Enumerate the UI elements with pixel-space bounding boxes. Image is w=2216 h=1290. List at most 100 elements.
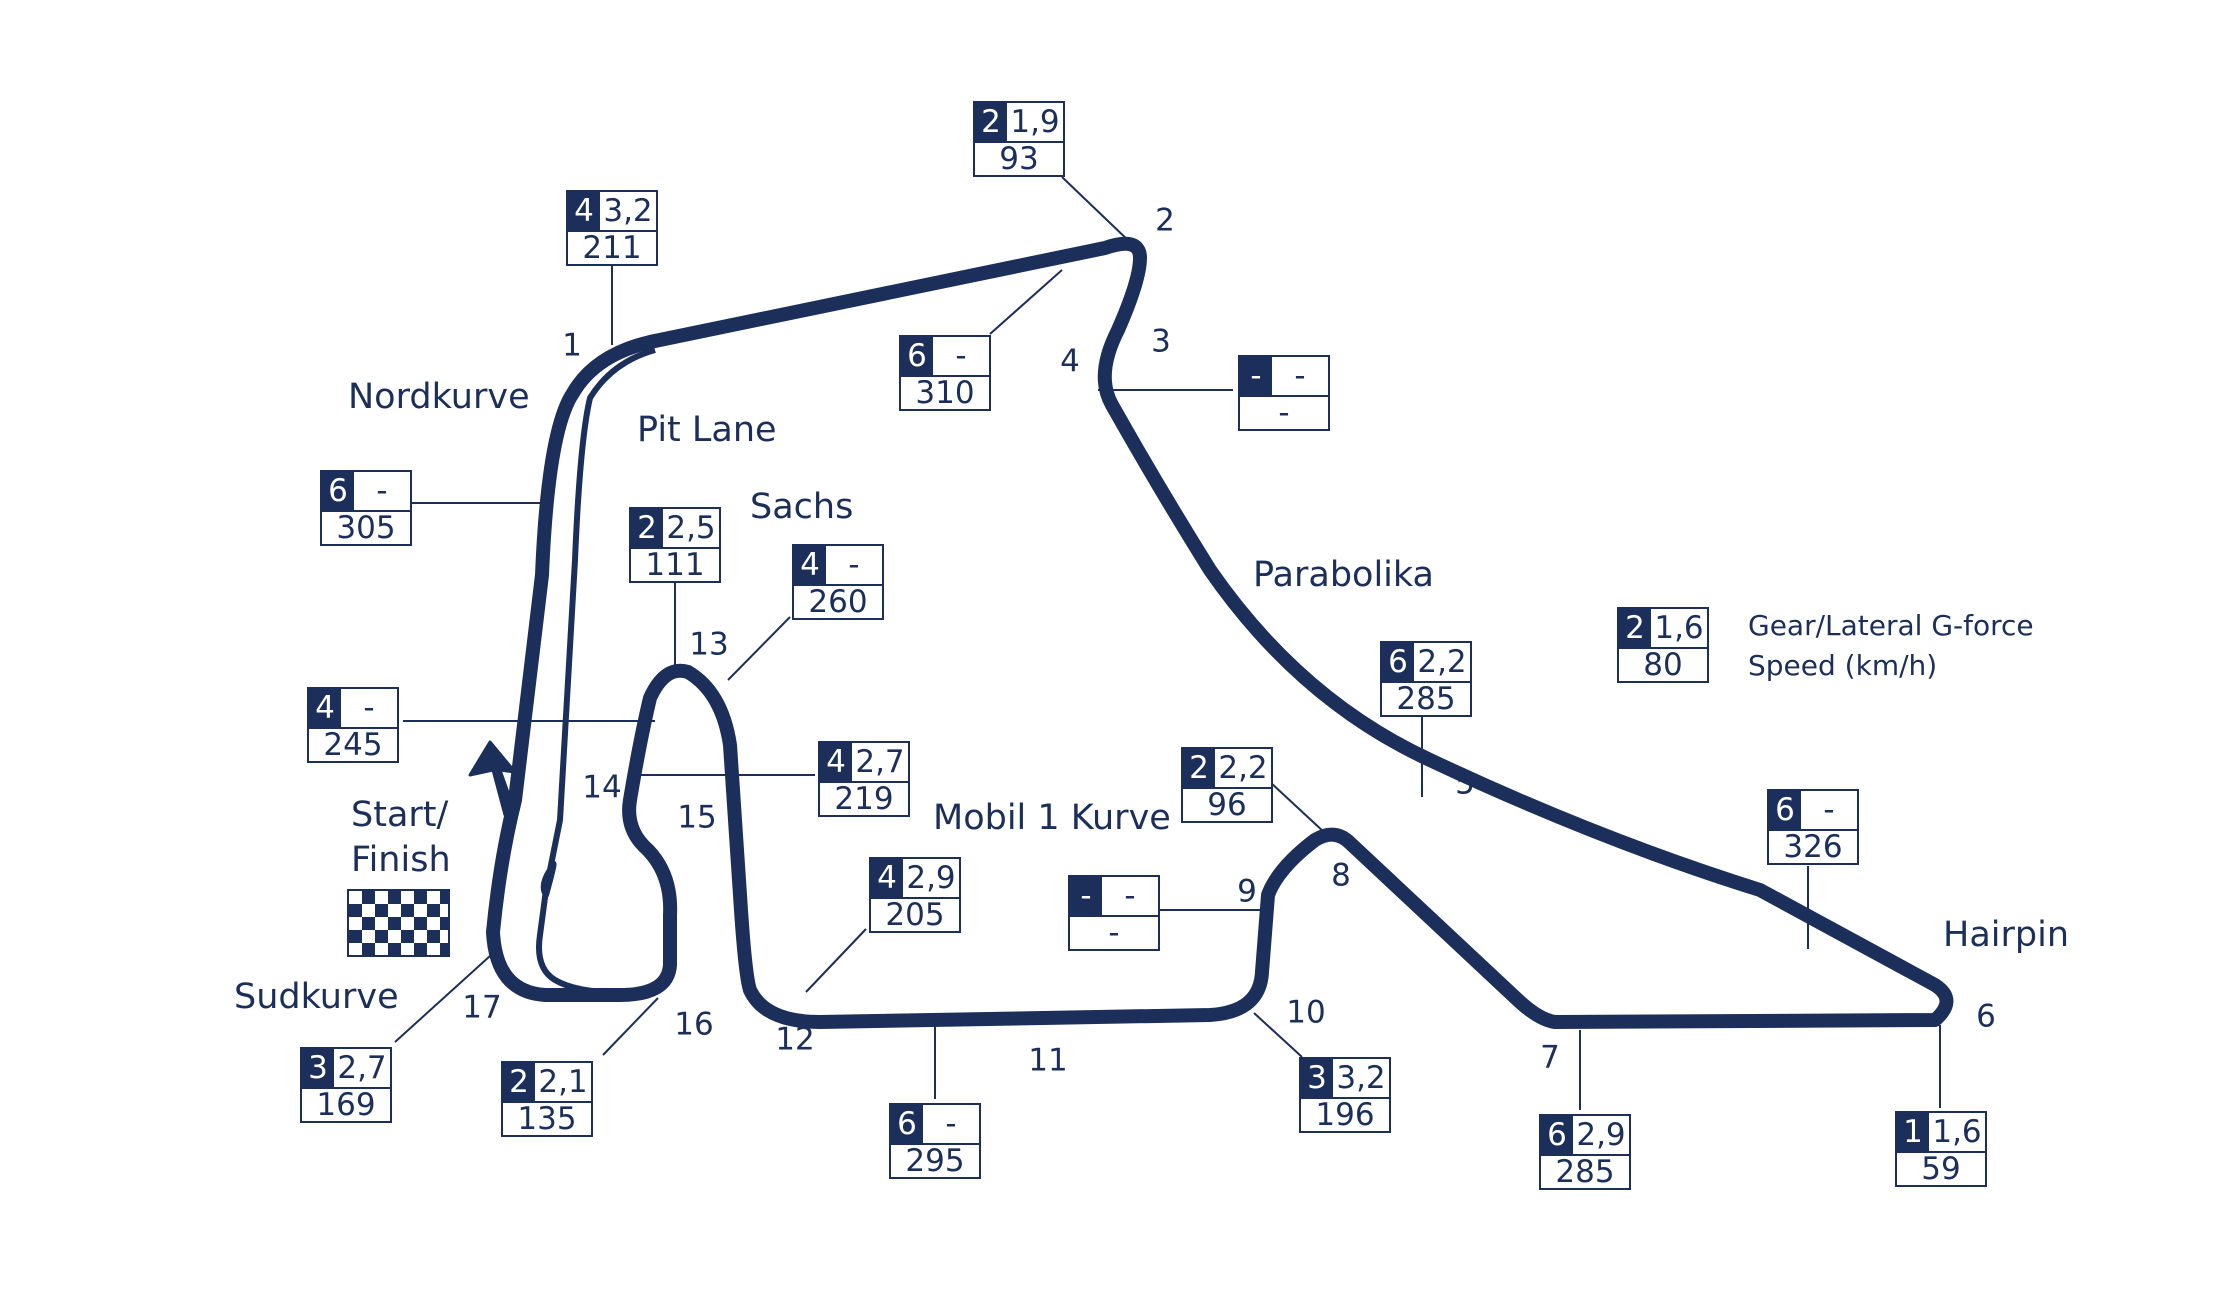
speed-value: 93 <box>999 141 1039 177</box>
gear-value: 4 <box>794 546 826 584</box>
gear-value: 1 <box>1897 1113 1929 1151</box>
label-parabolika: Parabolika <box>1253 555 1434 595</box>
info-box-sachs-exit: 4- 260 <box>792 544 884 620</box>
gear-value: 4 <box>568 192 600 230</box>
gear-value: 2 <box>631 509 663 547</box>
label-finish: Finish <box>351 840 451 880</box>
turn-number: 11 <box>1028 1042 1068 1079</box>
g-force-value: - <box>376 473 388 509</box>
speed-value: 245 <box>323 727 383 763</box>
g-force-value: 2,7 <box>337 1050 387 1086</box>
label-sachs: Sachs <box>750 487 854 527</box>
gear-value: 6 <box>901 337 933 375</box>
speed-value: - <box>1108 915 1120 951</box>
turn-number: 7 <box>1540 1039 1560 1076</box>
info-box-start-straight: 4- 245 <box>307 687 399 763</box>
speed-value: 111 <box>645 547 705 583</box>
g-force-value: - <box>955 338 967 374</box>
g-force-value: 1,9 <box>1010 104 1060 140</box>
info-box-t4: -- - <box>1238 355 1330 431</box>
gear-value: 6 <box>1769 791 1801 829</box>
legend-g-force: 1,6 <box>1654 610 1704 646</box>
legend-gear: 2 <box>1619 609 1651 647</box>
g-force-value: 3,2 <box>1336 1060 1386 1096</box>
turn-number: 14 <box>582 769 622 806</box>
legend-line-2: Speed (km/h) <box>1748 649 1938 682</box>
speed-value: 295 <box>905 1143 965 1179</box>
speed-value: - <box>1278 395 1290 431</box>
g-force-value: 2,5 <box>666 510 716 546</box>
gear-value: 4 <box>871 859 903 897</box>
gear-value: - <box>1070 877 1102 915</box>
gear-value: 2 <box>503 1063 535 1101</box>
g-force-value: 1,6 <box>1932 1114 1982 1150</box>
gear-value: 6 <box>891 1105 923 1143</box>
info-box-t11: 6- 295 <box>889 1103 981 1179</box>
g-force-value: 2,1 <box>538 1064 588 1100</box>
info-box-t9: -- - <box>1068 875 1160 951</box>
turn-number: 12 <box>775 1021 815 1058</box>
info-box-top-straight: 6- 310 <box>899 335 991 411</box>
turn-number: 1 <box>562 327 582 364</box>
speed-value: 196 <box>1315 1097 1375 1133</box>
gear-value: 2 <box>1183 749 1215 787</box>
g-force-value: 2,2 <box>1218 750 1268 786</box>
turn-number: 2 <box>1155 202 1175 239</box>
speed-value: 96 <box>1207 787 1247 823</box>
gear-value: 2 <box>975 103 1007 141</box>
g-force-value: 2,7 <box>855 744 905 780</box>
g-force-value: - <box>1823 792 1835 828</box>
gear-value: - <box>1240 357 1272 395</box>
g-force-value: 2,9 <box>906 860 956 896</box>
turn-number: 16 <box>674 1006 714 1043</box>
turn-number: 6 <box>1976 998 1996 1035</box>
g-force-value: - <box>1294 358 1306 394</box>
speed-value: 305 <box>336 510 396 546</box>
turn-number: 10 <box>1286 994 1326 1031</box>
g-force-value: - <box>363 690 375 726</box>
g-force-value: 2,2 <box>1417 644 1467 680</box>
legend-speed: 80 <box>1643 647 1683 683</box>
turn-number: 15 <box>677 799 717 836</box>
g-force-value: - <box>848 547 860 583</box>
speed-value: 169 <box>316 1087 376 1123</box>
label-start: Start/ <box>351 795 449 835</box>
speed-value: 211 <box>582 230 642 266</box>
turn-number: 17 <box>462 989 502 1026</box>
label-pit-lane: Pit Lane <box>637 410 777 450</box>
legend-line-1: Gear/Lateral G-force <box>1748 609 2034 642</box>
turn-number: 8 <box>1331 857 1351 894</box>
speed-value: 260 <box>808 584 868 620</box>
speed-value: 205 <box>885 897 945 933</box>
turn-number: 9 <box>1237 873 1257 910</box>
label-nordkurve: Nordkurve <box>348 377 530 417</box>
turn-number: 4 <box>1060 343 1080 380</box>
track-main-loop <box>486 236 1954 1029</box>
speed-value: 326 <box>1783 829 1843 865</box>
speed-value: 310 <box>915 375 975 411</box>
pit-lane <box>536 347 656 996</box>
checkered-flag-icon <box>347 889 450 957</box>
gear-value: 4 <box>820 743 852 781</box>
start-arrow-icon <box>468 740 517 817</box>
gear-value: 6 <box>1541 1116 1573 1154</box>
info-box-nord-straight: 6- 305 <box>320 470 412 546</box>
connector-lines <box>394 176 1941 1110</box>
speed-value: 135 <box>517 1101 577 1137</box>
g-force-value: 3,2 <box>603 193 653 229</box>
label-mobil1: Mobil 1 Kurve <box>933 798 1171 838</box>
